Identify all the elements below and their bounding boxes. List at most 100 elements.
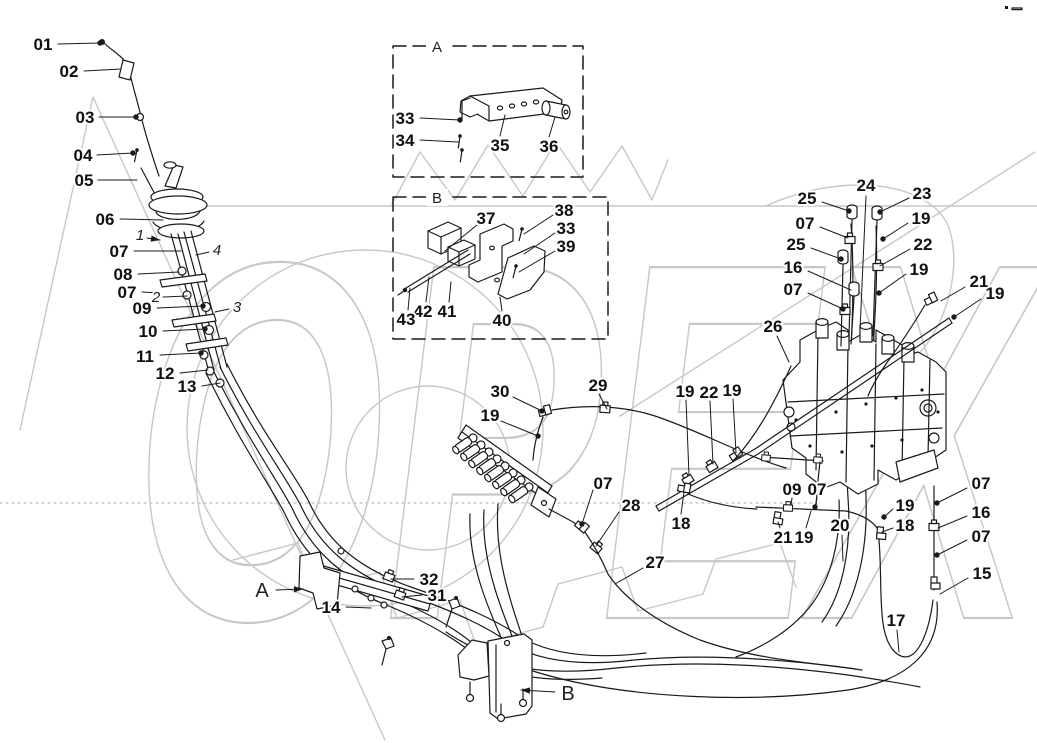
- callout-label: 18: [672, 514, 691, 533]
- leader-line: [598, 393, 608, 410]
- callout-19: 19: [674, 380, 696, 476]
- callout-label: 19: [910, 260, 929, 279]
- callout-25: 25: [796, 187, 852, 214]
- leader-line: [419, 139, 459, 143]
- callout-30: 30: [489, 380, 545, 414]
- leader-line: [156, 305, 204, 309]
- callout-07: 07: [782, 278, 846, 312]
- callout-label: 19: [912, 209, 931, 228]
- callout-label: 07: [784, 280, 803, 299]
- leader-dot: [202, 326, 208, 332]
- leader-line: [195, 251, 210, 256]
- callout-label: 13: [178, 377, 197, 396]
- callout-label: 19: [986, 284, 1005, 303]
- leader-line: [159, 352, 202, 356]
- hose-27: [584, 531, 857, 670]
- leader-line: [444, 224, 478, 252]
- leader-arrow: [521, 687, 531, 694]
- callout-label: 36: [540, 137, 559, 156]
- callout-19: 19: [876, 258, 930, 296]
- callout-label: 19: [896, 496, 915, 515]
- leader-line: [448, 281, 452, 303]
- callout-label: 16: [972, 503, 991, 522]
- leader-line: [881, 527, 894, 533]
- callout-42: 42: [412, 276, 434, 323]
- callout-label: 15: [973, 564, 992, 583]
- leader-line: [214, 308, 230, 313]
- callout-label: 30: [491, 382, 510, 401]
- callout-19: 19: [793, 510, 815, 549]
- callout-label: 07: [118, 283, 137, 302]
- callout-02: 02: [58, 60, 122, 83]
- leader-line: [345, 606, 372, 609]
- view-B: B: [520, 682, 576, 707]
- callout-34: 34: [394, 129, 459, 152]
- leader-line: [940, 286, 966, 302]
- callout-40: 40: [491, 296, 513, 332]
- detail-box-A: A: [392, 38, 584, 178]
- hose-17: [878, 539, 934, 658]
- callout-21: 21: [772, 521, 794, 549]
- callout-19: 19: [951, 282, 1006, 320]
- callout-label: 21: [774, 528, 793, 547]
- callout-label: 39: [557, 237, 576, 256]
- leader-line: [500, 420, 539, 437]
- callout-31: 31: [401, 584, 448, 607]
- callout-label: 05: [75, 171, 94, 190]
- callout-label: 22: [914, 235, 933, 254]
- leader-line: [859, 195, 867, 331]
- callout-19: 19: [479, 404, 541, 439]
- callout-16: 16: [782, 256, 852, 291]
- callout-label: 42: [414, 302, 433, 321]
- leader-line: [732, 398, 737, 454]
- leader-line: [162, 295, 188, 298]
- leader-line: [790, 497, 793, 506]
- detail-box-label: B: [432, 190, 442, 207]
- leader-line: [937, 515, 968, 529]
- callout-04: 04: [72, 144, 136, 167]
- callout-label: 22: [700, 383, 719, 402]
- hose-29: [551, 406, 787, 469]
- leader-line: [179, 369, 209, 374]
- leader-arrow: [150, 235, 160, 242]
- callout-label: 19: [481, 406, 500, 425]
- callout-19: 19: [880, 207, 932, 242]
- callout-label: 16: [784, 258, 803, 277]
- callout-07: 07: [579, 472, 614, 527]
- leader-dot: [535, 433, 541, 439]
- callout-label: 43: [397, 310, 416, 329]
- ref-label: 4: [213, 242, 221, 259]
- leader-line: [807, 270, 852, 291]
- leader-dot: [539, 408, 545, 414]
- callout-19: 19: [881, 494, 916, 520]
- leader-line: [96, 152, 134, 156]
- leader-dot: [840, 306, 846, 312]
- callout-label: 31: [428, 586, 447, 605]
- leader-dot: [838, 256, 844, 262]
- detail-b-parts: [397, 221, 546, 300]
- leader-line: [614, 567, 644, 585]
- callout-label: 19: [723, 381, 742, 400]
- joystick-assembly: [99, 39, 229, 388]
- callout-20: 20: [829, 514, 851, 562]
- callout-label: 23: [913, 184, 932, 203]
- leader-line: [201, 382, 221, 387]
- callout-label: 34: [396, 131, 415, 150]
- leader-line: [939, 577, 969, 595]
- leader-line: [512, 396, 543, 412]
- leader-line: [83, 68, 122, 72]
- callout-label: 07: [808, 480, 827, 499]
- callout-18: 18: [670, 491, 692, 535]
- callout-26: 26: [762, 315, 790, 363]
- leader-line: [595, 511, 620, 547]
- callout-label: 38: [555, 201, 574, 220]
- leader-dot: [934, 552, 940, 558]
- callout-35: 35: [489, 114, 511, 157]
- ref-label: 3: [233, 299, 242, 316]
- callout-label: 35: [491, 136, 510, 155]
- callout-label: 27: [646, 553, 665, 572]
- leader-line: [936, 487, 968, 504]
- clamp-bracket-b: [457, 633, 533, 723]
- watermark-triangle: [19, 96, 386, 741]
